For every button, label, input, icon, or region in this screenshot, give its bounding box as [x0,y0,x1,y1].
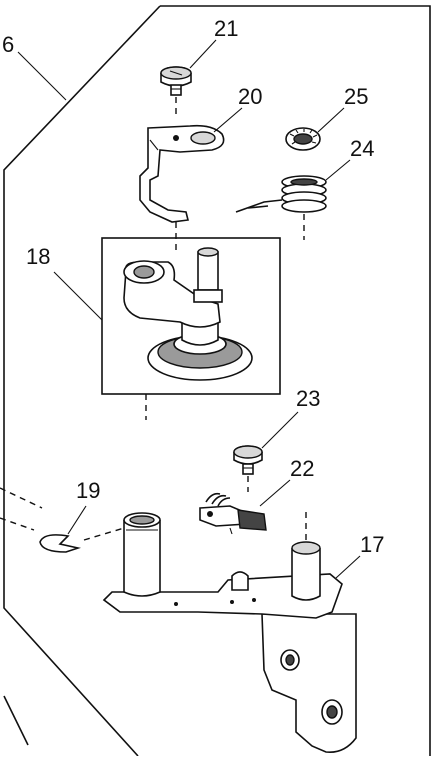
part-18-crank [123,247,253,420]
callout-6: 6 [2,32,14,57]
leader-23 [261,411,299,449]
callout-labels: 6 17 18 19 20 21 22 23 24 25 [2,16,384,557]
callout-17: 17 [360,532,384,557]
part-23-screw [233,445,263,492]
part-24-spring [235,175,327,240]
callout-22: 22 [290,456,314,481]
part-22-sensor [199,492,267,535]
callout-24: 24 [350,136,374,161]
leader-6 [17,51,67,101]
leader-18 [53,271,103,321]
callout-23: 23 [296,386,320,411]
leader-25 [317,107,345,133]
leader-20 [213,107,243,133]
dash-offframe-1 [0,487,43,509]
part-19-ering [39,527,125,553]
leader-17 [335,555,361,579]
callout-25: 25 [344,84,368,109]
part-18-box [101,237,281,395]
frame-left [3,5,161,757]
callout-18: 18 [26,244,50,269]
callout-20: 20 [238,84,262,109]
leader-19 [67,505,87,535]
part-17-base-plate [102,512,357,754]
part-21-screw [160,66,192,118]
leader-21 [189,39,217,69]
dash-offframe-2 [0,517,35,531]
callout-19: 19 [76,478,100,503]
leader-22 [259,479,291,507]
leader-24 [325,159,351,181]
frame-bottom-left-cut [3,695,29,746]
part-25-ring [285,127,321,151]
callout-21: 21 [214,16,238,41]
frame-top-right [160,5,431,756]
part-20-bracket [139,124,225,250]
frame-border [3,5,431,757]
